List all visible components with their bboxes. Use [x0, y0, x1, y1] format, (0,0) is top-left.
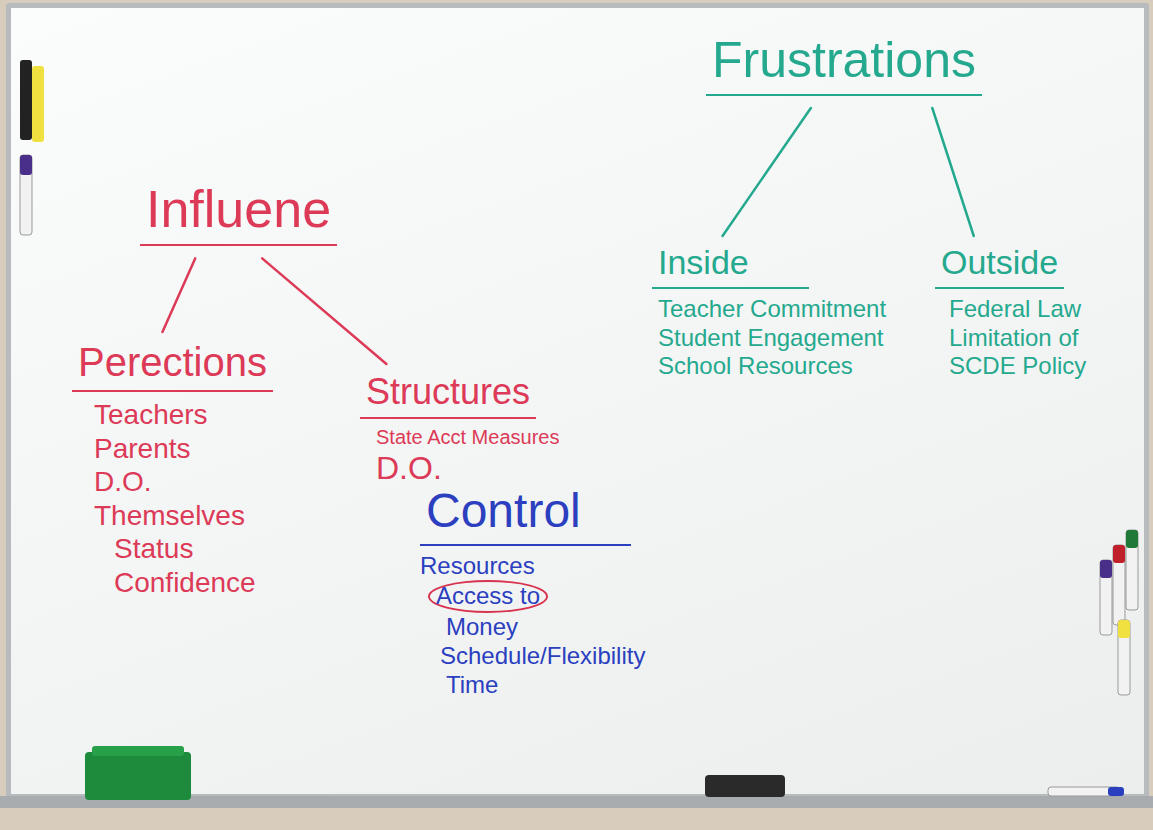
marker	[1126, 530, 1138, 610]
marker-cap	[1118, 620, 1130, 638]
heading-text: Outside	[935, 242, 1064, 289]
branch-list: InsideTeacher CommitmentStudent Engageme…	[652, 242, 886, 381]
branch-line	[262, 258, 386, 364]
list-item: Status	[114, 533, 193, 564]
heading-text: Frustrations	[706, 30, 982, 96]
heading-text: Inside	[652, 242, 809, 289]
list-item: Federal Law	[949, 295, 1081, 322]
list-item: Teacher Commitment	[658, 295, 886, 322]
marker	[1118, 620, 1130, 695]
eraser-holder	[92, 746, 184, 756]
heading-text: Influene	[140, 178, 337, 246]
list-item: State Acct Measures	[376, 426, 559, 448]
marker-cap	[20, 155, 32, 175]
branch-list: StructuresState Acct MeasuresD.O.	[360, 370, 559, 488]
list-item: D.O.	[94, 466, 152, 497]
topic-heading: Influene	[140, 178, 337, 252]
branch-line	[162, 258, 195, 332]
marker-cap	[1108, 787, 1124, 796]
eraser	[705, 775, 785, 797]
marker	[32, 66, 44, 142]
list-item: Access to	[428, 580, 548, 613]
list-item: Parents	[94, 433, 191, 464]
branch-line	[932, 108, 973, 236]
branch-line	[723, 108, 811, 236]
heading-text: Structures	[360, 370, 536, 419]
list-item: Schedule/Flexibility	[440, 642, 645, 669]
list-item: Time	[446, 671, 498, 698]
heading-text: Control	[420, 482, 631, 546]
branch-list: OutsideFederal LawLimitation of SCDE Pol…	[935, 242, 1125, 381]
list-item: School Resources	[658, 352, 853, 379]
marker	[1100, 560, 1112, 635]
marker	[20, 60, 32, 140]
list-item: Limitation of SCDE Policy	[949, 324, 1086, 380]
eraser-holder	[85, 752, 191, 800]
marker	[1113, 545, 1125, 625]
marker-cap	[1126, 530, 1138, 548]
marker	[20, 155, 32, 235]
topic-heading: Frustrations	[706, 30, 982, 102]
list-item: Themselves	[94, 500, 245, 531]
branch-list: PerectionsTeachersParentsD.O.ThemselvesS…	[72, 338, 273, 600]
list-item: Teachers	[94, 399, 208, 430]
list-item: Confidence	[114, 567, 256, 598]
heading-text: Perections	[72, 338, 273, 392]
list-item: Resources	[420, 552, 535, 579]
marker-cap	[1113, 545, 1125, 563]
list-item: Student Engagement	[658, 324, 884, 351]
list-item: D.O.	[376, 450, 442, 486]
topic-list: ControlResourcesAccess toMoneySchedule/F…	[420, 482, 645, 700]
marker-cap	[1100, 560, 1112, 578]
list-item: Money	[446, 613, 518, 640]
